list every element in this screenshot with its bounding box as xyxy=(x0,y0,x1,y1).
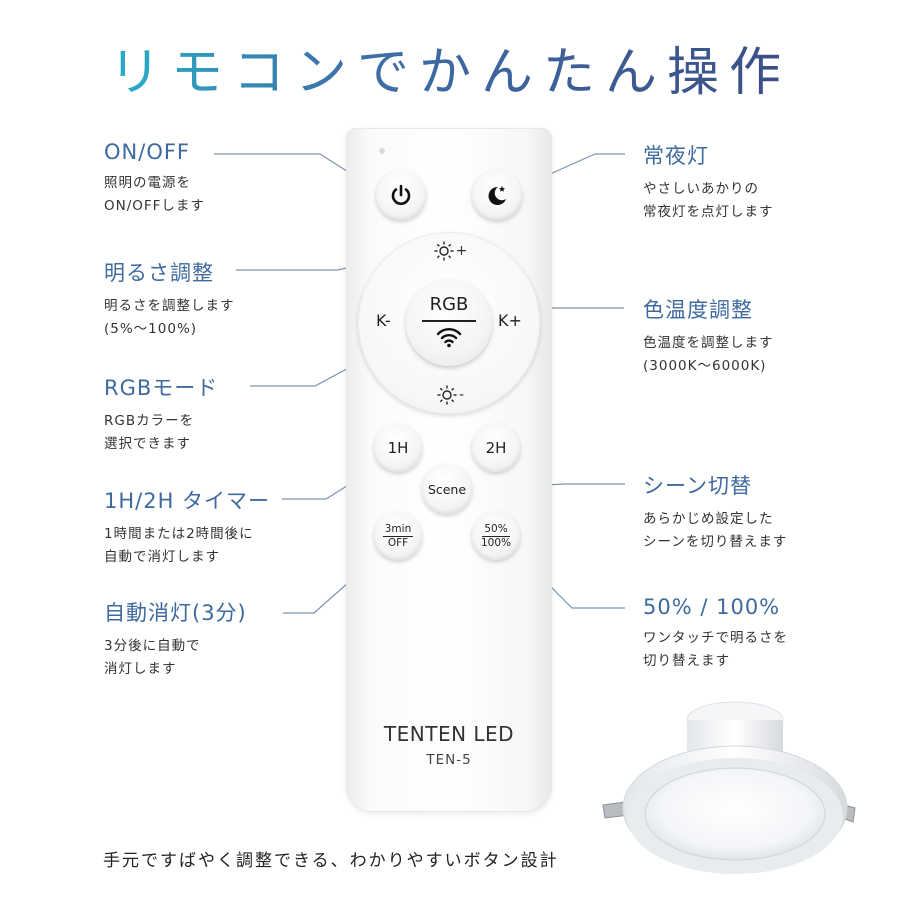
feature-rgb-mode: RGBモード RGBカラーを 選択できます xyxy=(104,372,218,456)
page-title: リモコンでかんたん操作 xyxy=(108,43,791,103)
control-dial: + K- K+ - RGB xyxy=(358,232,540,414)
feature-color-temp: 色温度調整 色温度を調整します (3000K〜6000K) xyxy=(643,294,774,378)
percent-label-bottom: 100% xyxy=(480,536,512,549)
minus-sign: - xyxy=(458,387,465,403)
feature-title: RGBモード xyxy=(104,376,219,400)
feature-desc: RGBカラーを 選択できます xyxy=(104,413,195,452)
percent-label-top: 50% xyxy=(482,522,510,537)
color-temp-up-button[interactable]: K+ xyxy=(498,311,522,330)
rgb-divider xyxy=(422,320,476,322)
percent-toggle-button[interactable]: 50% 100% xyxy=(472,512,520,560)
brightness-down-button[interactable]: - xyxy=(430,382,470,408)
feature-desc: 明るさを調整します (5%〜100%) xyxy=(104,298,235,337)
auto-off-label-top: 3min xyxy=(382,522,414,537)
rgb-button[interactable]: RGB xyxy=(406,280,492,366)
feature-onoff: ON/OFF 照明の電源を ON/OFFします xyxy=(104,140,205,218)
feature-auto-off: 自動消灯(3分) 3分後に自動で 消灯します xyxy=(104,597,247,681)
rgb-label: RGB xyxy=(429,294,469,315)
indicator-led xyxy=(379,148,385,154)
feature-title: ON/OFF xyxy=(104,140,191,164)
feature-desc: 照明の電源を ON/OFFします xyxy=(104,175,205,214)
feature-percent: 50% / 100% ワンタッチで明るさを 切り替えます xyxy=(643,595,788,673)
moon-star-icon xyxy=(488,186,506,205)
feature-title: シーン切替 xyxy=(643,474,752,498)
feature-timer: 1H/2H タイマー 1時間または2時間後に 自動で消灯します xyxy=(104,485,270,569)
feature-title: 50% / 100% xyxy=(643,595,781,619)
power-icon xyxy=(391,184,411,205)
footer-caption: 手元ですばやく調整できる、わかりやすいボタン設計 xyxy=(103,851,559,871)
brightness-up-button[interactable]: + xyxy=(430,238,470,264)
scene-button[interactable]: Scene xyxy=(422,464,472,514)
feature-title: 常夜灯 xyxy=(643,144,709,168)
plus-sign: + xyxy=(455,243,468,259)
feature-brightness: 明るさ調整 明るさを調整します (5%〜100%) xyxy=(104,257,235,341)
auto-off-label-bottom: OFF xyxy=(387,536,409,549)
feature-desc: やさしいあかりの 常夜灯を点灯します xyxy=(643,181,774,220)
feature-desc: 3分後に自動で 消灯します xyxy=(104,638,201,677)
connector-onoff xyxy=(214,153,365,183)
timer-1h-button[interactable]: 1H xyxy=(374,424,422,472)
feature-title: 明るさ調整 xyxy=(104,261,214,285)
downlight-image xyxy=(602,701,856,874)
auto-off-3min-button[interactable]: 3min OFF xyxy=(374,512,422,560)
feature-title: 色温度調整 xyxy=(643,298,753,322)
feature-desc: ワンタッチで明るさを 切り替えます xyxy=(643,630,788,669)
sun-minus-icon xyxy=(437,385,457,405)
feature-desc: あらかじめ設定した シーンを切り替えます xyxy=(643,511,788,550)
feature-scene: シーン切替 あらかじめ設定した シーンを切り替えます xyxy=(643,470,787,554)
feature-desc: 色温度を調整します (3000K〜6000K) xyxy=(643,335,774,374)
feature-desc: 1時間または2時間後に 自動で消灯します xyxy=(104,526,254,565)
color-temp-down-button[interactable]: K- xyxy=(376,311,391,330)
power-button[interactable] xyxy=(376,170,426,220)
feature-title: 自動消灯(3分) xyxy=(104,601,247,625)
wifi-icon xyxy=(436,328,462,348)
feature-night-light: 常夜灯 やさしいあかりの 常夜灯を点灯します xyxy=(643,140,774,224)
feature-title: 1H/2H タイマー xyxy=(104,489,271,513)
remote-control: + K- K+ - RGB xyxy=(346,128,552,812)
sun-plus-icon xyxy=(434,241,454,261)
brand-name: TENTEN LED xyxy=(383,722,515,746)
model-number: TEN-5 xyxy=(426,752,472,768)
night-light-button[interactable] xyxy=(472,170,522,220)
timer-2h-button[interactable]: 2H xyxy=(472,424,520,472)
